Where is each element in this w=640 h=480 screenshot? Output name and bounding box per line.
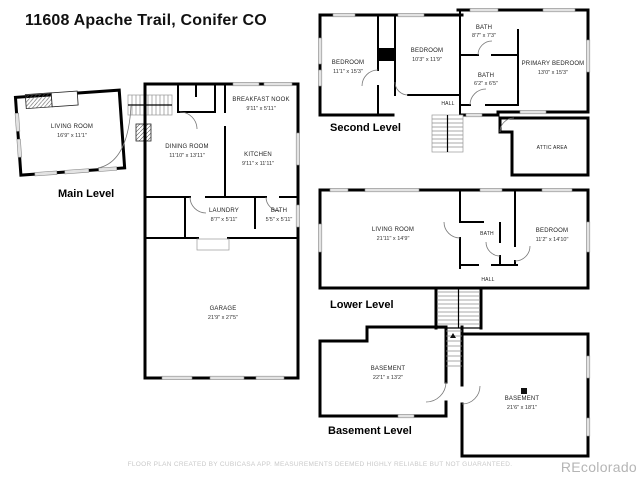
dining-room-label: DINING ROOM [165,144,209,150]
basement1-dims: 22'1" x 13'2" [373,375,403,381]
second-hall-label: HALL [441,101,454,107]
second-bedroom1-label: BEDROOM [332,60,364,66]
main-bath-label: BATH [271,208,287,214]
second-bedroom1-dims: 11'1" x 15'3" [333,69,363,75]
main-block-windows [161,82,301,381]
second-level-plan: BEDROOM 11'1" x 15'3" BEDROOM 10'3" x 11… [317,8,591,177]
kitchen-dims: 9'11" x 11'11" [242,161,274,167]
breakfast-nook-dims: 9'11" x 5'11" [246,106,275,112]
lower-level-plan: LIVING ROOM 21'11" x 14'9" BATH BEDROOM … [317,188,591,330]
garage-step [196,238,230,251]
garage-dims: 21'9" x 27'5" [208,315,238,321]
lower-bedroom-label: BEDROOM [536,228,568,234]
lower-living-room-label: LIVING ROOM [372,227,414,233]
lower-stairs [434,286,483,330]
laundry-dims: 8'7" x 5'11" [211,217,238,223]
garage-label: GARAGE [210,306,237,312]
stair-direction-arrow [450,333,456,338]
basement-walls [318,325,590,458]
second-bedroom2-label: BEDROOM [411,48,443,54]
living-room-wing [13,88,127,177]
living-room-windows [14,112,118,177]
basement2-label: BASEMENT [505,396,540,402]
lower-interior-walls [459,189,518,269]
basement-level-title: Basement Level [328,425,412,437]
support-post [521,388,527,394]
living-room-label: LIVING ROOM [51,124,93,130]
kitchen-label: KITCHEN [244,152,272,158]
laundry-label: LAUNDRY [209,208,239,214]
living-room-dims: 16'9" x 11'1" [57,133,87,139]
basement2-dims: 21'6" x 18'1" [507,405,537,411]
second-interior-walls [377,9,519,116]
main-stairs [127,94,173,116]
basement-level-plan: BASEMENT 22'1" x 13'2" BASEMENT 21'6" x … [318,325,591,458]
lower-level-title: Lower Level [330,299,394,311]
lower-living-room-dims: 21'11" x 14'9" [377,236,410,242]
second-door-arcs [361,40,515,133]
second-stairs [431,114,464,153]
lower-hall-label: HALL [481,277,494,283]
basement-door-arcs [425,381,481,405]
footer-disclaimer: FLOOR PLAN CREATED BY CUBICASA APP. MEAS… [127,461,513,468]
fireplace-hatch [24,92,53,110]
lower-door-arcs [443,221,531,262]
lower-bedroom-dims: 11'2" x 14'10" [536,237,569,243]
second-bath2-dims: 6'2" x 6'5" [474,81,498,87]
main-door-arcs [97,105,281,214]
second-windows [317,8,591,118]
main-block-exterior-walls [143,82,300,380]
basement1-label: BASEMENT [371,366,406,372]
second-bath1-label: BATH [476,25,492,31]
dining-room-dims: 11'10" x 13'11" [169,153,205,159]
page-title: 11608 Apache Trail, Conifer CO [25,12,267,29]
second-level-title: Second Level [330,122,401,134]
bedroom-closet-solid [378,48,395,61]
attic-area-label: ATTIC AREA [537,145,568,151]
second-bath1-dims: 8'7" x 7'3" [472,33,496,39]
lower-windows [317,188,591,253]
breakfast-nook-label: BREAKFAST NOOK [232,97,289,103]
recolorado-watermark: REcolorado [560,459,637,475]
main-block-interior-walls [144,83,299,239]
basement-windows [397,355,591,437]
basement-stairs [446,330,462,367]
main-level-plan: LIVING ROOM 16'9" x 11'1" DINING ROOM 11… [13,82,301,381]
fireplace-box [50,90,79,108]
second-bedroom2-dims: 10'3" x 11'9" [412,57,442,63]
main-bath-dims: 5'5" x 5'11" [266,217,293,223]
primary-bedroom-dims: 13'0" x 15'3" [538,70,568,76]
second-bath2-label: BATH [478,73,494,79]
main-level-title: Main Level [58,188,114,200]
lower-bath-label: BATH [480,231,494,237]
primary-bedroom-label: PRIMARY BEDROOM [522,61,585,67]
